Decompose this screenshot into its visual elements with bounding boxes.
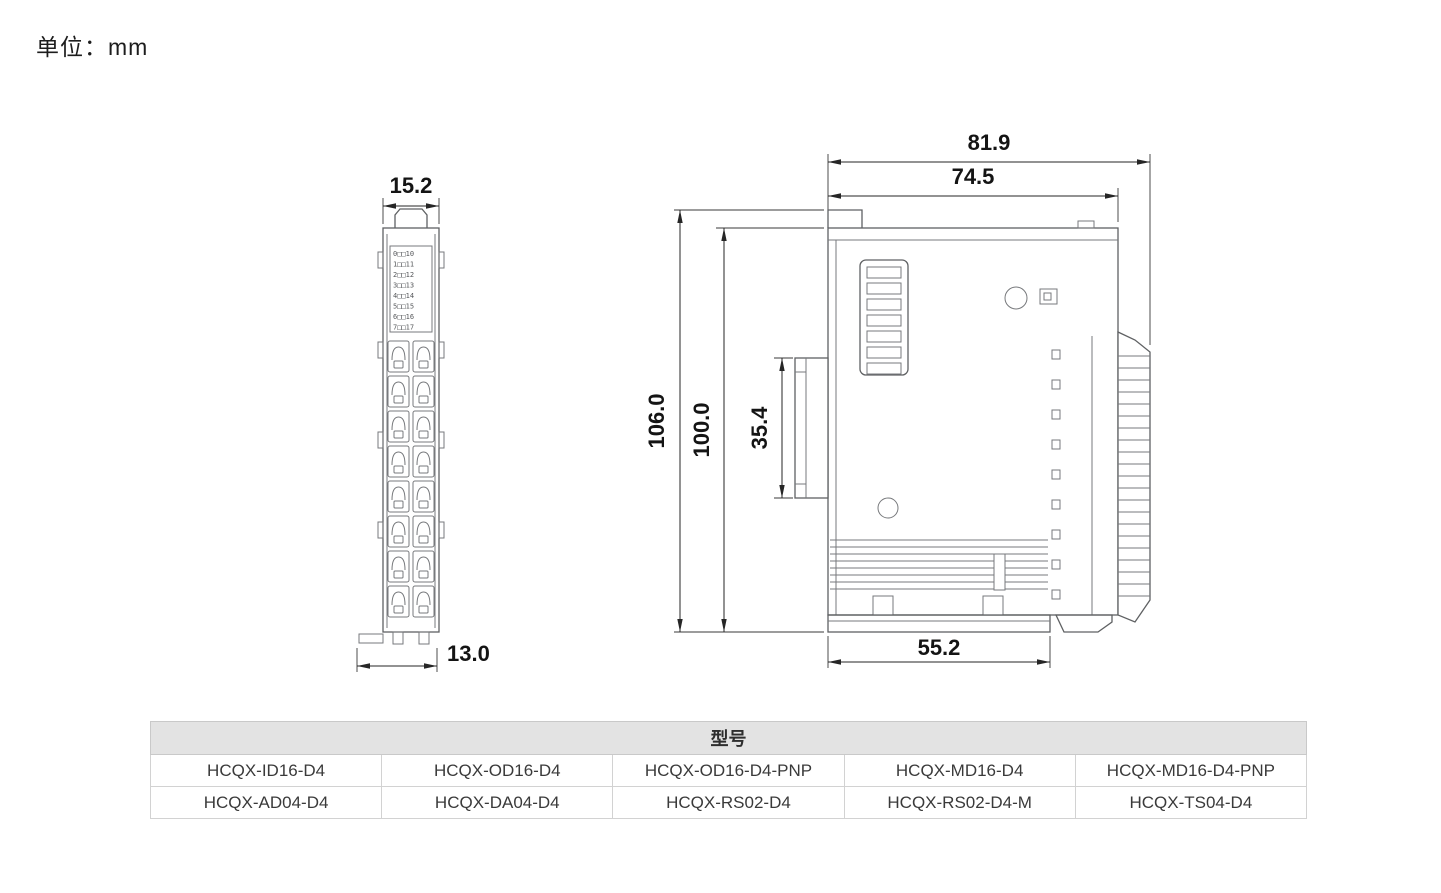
terminal-label: 6□□16 bbox=[393, 313, 414, 321]
dim-side-body-height-label: 100.0 bbox=[689, 402, 714, 457]
technical-drawing: 15.2 0□□10 1□□11 2□□12 3□□13 4□□14 5□□ bbox=[356, 130, 1151, 672]
terminal-label: 0□□10 bbox=[393, 250, 414, 258]
model-table: 型号 HCQX-ID16-D4 HCQX-OD16-D4 HCQX-OD16-D… bbox=[149, 721, 1308, 819]
side-top-notch bbox=[1077, 220, 1095, 229]
dim-side-body-height: 100.0 bbox=[689, 227, 824, 632]
front-body bbox=[382, 227, 440, 633]
front-view: 15.2 0□□10 1□□11 2□□12 3□□13 4□□14 5□□ bbox=[356, 173, 490, 672]
front-side-tabs bbox=[377, 251, 445, 539]
table-header-row: 型号 bbox=[150, 721, 1307, 755]
model-cell: HCQX-TS04-D4 bbox=[1074, 786, 1308, 819]
terminal-label: 4□□14 bbox=[393, 292, 414, 300]
dim-side-total-height-label: 106.0 bbox=[644, 393, 669, 448]
front-top-clip bbox=[394, 208, 428, 228]
dim-side-body-width-label: 74.5 bbox=[952, 164, 995, 189]
dim-front-width-label: 15.2 bbox=[390, 173, 433, 198]
side-vent-slots bbox=[859, 259, 909, 376]
terminal-label: 7□□17 bbox=[393, 324, 414, 332]
model-cell: HCQX-RS02-D4 bbox=[612, 786, 845, 819]
dim-front-depth: 13.0 bbox=[356, 641, 490, 672]
table-header: 型号 bbox=[150, 721, 1307, 755]
terminal-label: 1□□11 bbox=[393, 261, 414, 269]
side-top-tab bbox=[827, 209, 863, 228]
table-row: HCQX-AD04-D4 HCQX-DA04-D4 HCQX-RS02-D4 H… bbox=[149, 786, 1308, 819]
dim-side-total-width: 81.9 bbox=[827, 130, 1151, 345]
model-cell: HCQX-RS02-D4-M bbox=[843, 786, 1076, 819]
model-cell: HCQX-DA04-D4 bbox=[381, 786, 614, 819]
model-cell: HCQX-OD16-D4-PNP bbox=[612, 754, 845, 787]
side-bottom-plate bbox=[827, 614, 1113, 633]
model-cell: HCQX-MD16-D4 bbox=[843, 754, 1076, 787]
side-din-latch bbox=[794, 357, 829, 499]
dim-front-depth-label: 13.0 bbox=[447, 641, 490, 666]
dim-side-bottom-width: 55.2 bbox=[827, 635, 1051, 668]
model-cell: HCQX-ID16-D4 bbox=[149, 754, 383, 787]
terminal-label: 5□□15 bbox=[393, 303, 414, 311]
side-body bbox=[827, 227, 1119, 616]
side-hole-top bbox=[1004, 286, 1028, 310]
front-label-window bbox=[389, 245, 433, 333]
unit-label: 单位：mm bbox=[36, 34, 149, 60]
side-connector bbox=[1091, 330, 1151, 623]
dim-side-bottom-width-label: 55.2 bbox=[918, 635, 961, 660]
dim-latch-height-label: 35.4 bbox=[747, 406, 772, 450]
front-feet bbox=[358, 631, 430, 645]
terminal-label: 3□□13 bbox=[393, 282, 414, 290]
dim-latch-height: 35.4 bbox=[747, 357, 793, 499]
front-terminal-labels: 0□□10 1□□11 2□□12 3□□13 4□□14 5□□15 6□□1… bbox=[393, 250, 414, 332]
model-cell: HCQX-AD04-D4 bbox=[149, 786, 383, 819]
terminal-label: 2□□12 bbox=[393, 271, 414, 279]
dim-side-body-width: 74.5 bbox=[828, 164, 1119, 222]
front-terminal-rows bbox=[387, 340, 435, 618]
table-row: HCQX-ID16-D4 HCQX-OD16-D4 HCQX-OD16-D4-P… bbox=[149, 754, 1308, 787]
dim-front-width: 15.2 bbox=[382, 173, 440, 224]
side-pin-contacts bbox=[1051, 349, 1061, 600]
side-view: 81.9 74.5 106.0 100.0 bbox=[644, 130, 1151, 668]
side-square-port bbox=[1039, 288, 1058, 305]
dim-side-total-height: 106.0 bbox=[644, 209, 824, 633]
side-bottom-grille bbox=[830, 539, 1048, 616]
dim-side-total-width-label: 81.9 bbox=[968, 130, 1011, 155]
model-cell: HCQX-MD16-D4-PNP bbox=[1074, 754, 1308, 787]
side-hole-bottom bbox=[877, 497, 899, 519]
model-cell: HCQX-OD16-D4 bbox=[381, 754, 614, 787]
